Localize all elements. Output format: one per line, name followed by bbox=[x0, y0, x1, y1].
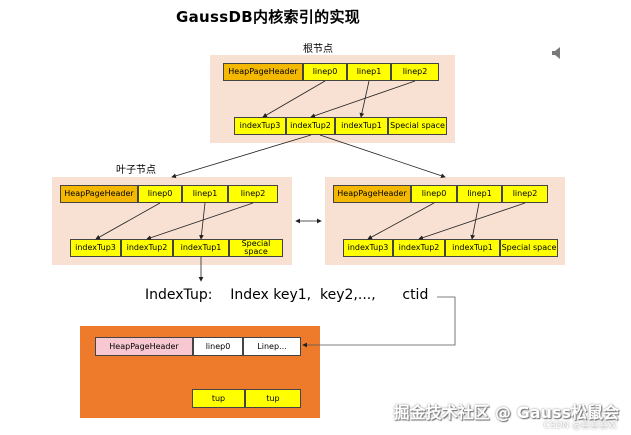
leaf-right-indextup3-cell: indexTup3 bbox=[343, 239, 393, 257]
arrow-root-to-left-leaf bbox=[171, 134, 312, 179]
leaf-left-special-space-cell: Special space bbox=[229, 239, 283, 257]
leaf-left-linep0-cell: linep0 bbox=[138, 185, 182, 203]
heap-tup2-cell: tup bbox=[245, 389, 301, 408]
root-node-label: 根节点 bbox=[303, 44, 333, 55]
leaf-left-linep1-cell: linep1 bbox=[182, 185, 228, 203]
arrow-left-linep2 bbox=[146, 202, 254, 240]
root-special-space-cell: Special space bbox=[388, 117, 447, 135]
leaf-right-special-space-cell: Special space bbox=[500, 239, 558, 257]
root-indextup3-cell: indexTup3 bbox=[234, 117, 286, 135]
leaf-right-linep2-cell: linep2 bbox=[502, 185, 548, 203]
csdn-watermark: CSDN @喜喜喜欢 bbox=[543, 421, 617, 431]
arrow-root-to-right-leaf bbox=[319, 134, 446, 179]
root-linep0-cell: linep0 bbox=[303, 63, 347, 81]
arrow-left-linep0 bbox=[95, 202, 161, 240]
arrow-ctid-to-heap bbox=[302, 296, 456, 348]
arrow-right-linep2 bbox=[418, 202, 526, 240]
speaker-icon[interactable] bbox=[552, 44, 562, 59]
arrow-left-linep1 bbox=[199, 202, 206, 240]
page-title: GaussDB内核索引的实现 bbox=[176, 8, 361, 26]
arrow-right-linep0 bbox=[367, 202, 435, 240]
leaf-right-header-cell: HeapPageHeader bbox=[333, 185, 411, 203]
heap-tup1-cell: tup bbox=[192, 389, 245, 408]
leaf-left-linep2-cell: linep2 bbox=[228, 185, 278, 203]
leaf-right-linep1-cell: linep1 bbox=[457, 185, 502, 203]
root-header-cell: HeapPageHeader bbox=[223, 63, 303, 81]
arrow-root-linep2 bbox=[310, 80, 416, 118]
leaf-right-linep0-cell: linep0 bbox=[411, 185, 457, 203]
leaf-node-label: 叶子节点 bbox=[116, 165, 156, 176]
watermark-text: 掘金技术社区 @ Gauss松鼠会 bbox=[393, 403, 619, 422]
heap-header-cell: HeapPageHeader bbox=[95, 337, 193, 356]
arrow-root-linep0 bbox=[262, 80, 326, 118]
heap-linep-more-cell: Linep... bbox=[243, 337, 301, 356]
indextup-formula: IndexTup: Index key1, key2,..., ctid bbox=[145, 287, 429, 303]
heap-linep0-cell: linep0 bbox=[193, 337, 243, 356]
leaf-left-indextup3-cell: indexTup3 bbox=[70, 239, 121, 257]
root-linep2-cell: linep2 bbox=[391, 63, 439, 81]
root-linep1-cell: linep1 bbox=[347, 63, 391, 81]
arrow-root-linep1 bbox=[359, 80, 370, 118]
arrow-right-linep1 bbox=[470, 202, 480, 240]
leaf-left-header-cell: HeapPageHeader bbox=[60, 185, 138, 203]
